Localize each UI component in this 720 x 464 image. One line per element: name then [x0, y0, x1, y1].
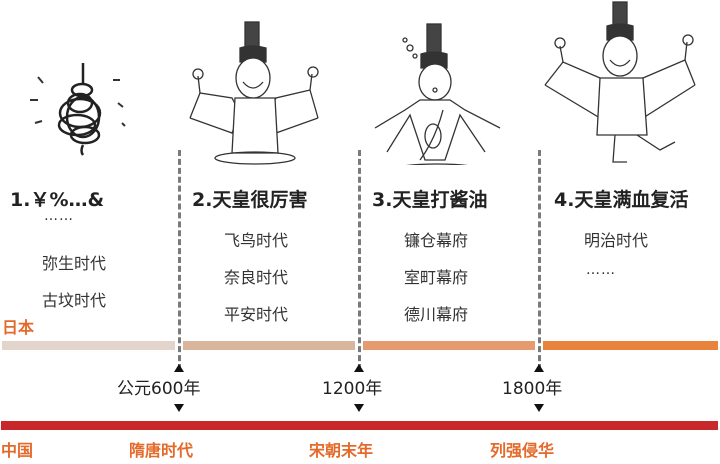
arrow-down-icon — [354, 404, 364, 412]
scribble-figure-illustration — [30, 63, 126, 156]
arrow-down-icon — [534, 404, 544, 412]
era-1-item: 古坟时代 — [42, 291, 107, 310]
era-1-item: …… — [44, 208, 74, 224]
era-2-item: 奈良时代 — [224, 268, 289, 287]
divider-600 — [178, 150, 181, 370]
year-1200: 1200年 — [322, 379, 383, 399]
divider-1800 — [538, 150, 541, 370]
emperor-cheering-illustration — [189, 21, 319, 165]
divider-1200 — [358, 150, 361, 370]
era-3-item: 镰仓幕府 — [404, 231, 469, 250]
year-1800: 1800年 — [502, 379, 563, 399]
era-3-title: 3.天皇打酱油 — [372, 189, 488, 211]
china-event-late-song: 宋朝末年 — [309, 441, 374, 460]
era-4-item: …… — [586, 262, 616, 278]
japan-bar-segment-1 — [2, 341, 175, 350]
year-600: 公元600年 — [117, 379, 201, 399]
china-event-sui-tang: 隋唐时代 — [129, 441, 194, 460]
era-4-title: 4.天皇满血复活 — [554, 189, 689, 211]
era-2-item: 平安时代 — [224, 305, 289, 324]
japan-label: 日本 — [2, 318, 35, 337]
arrow-up-icon — [534, 364, 544, 372]
arrow-down-icon — [174, 404, 184, 412]
arrow-up-icon — [174, 364, 184, 372]
era-1-item: 弥生时代 — [42, 254, 107, 273]
arrow-up-icon — [354, 364, 364, 372]
era-3-item: 室町幕府 — [404, 268, 469, 287]
china-label: 中国 — [1, 441, 34, 460]
era-1-title: 1.￥%…& — [10, 189, 105, 211]
era-3-item: 德川幕府 — [404, 305, 469, 324]
emperor-dancing-illustration — [544, 1, 696, 163]
china-bar — [1, 421, 718, 430]
china-event-foreign-invasion: 列强侵华 — [490, 441, 555, 460]
era-2-title: 2.天皇很厉害 — [192, 189, 308, 211]
japan-bar-segment-4 — [543, 341, 718, 350]
japan-bar-segment-2 — [183, 341, 355, 350]
japan-bar-segment-3 — [363, 341, 535, 350]
era-2-item: 飞鸟时代 — [224, 231, 289, 250]
era-4-item: 明治时代 — [584, 231, 649, 250]
emperor-sulking-illustration — [374, 23, 501, 165]
